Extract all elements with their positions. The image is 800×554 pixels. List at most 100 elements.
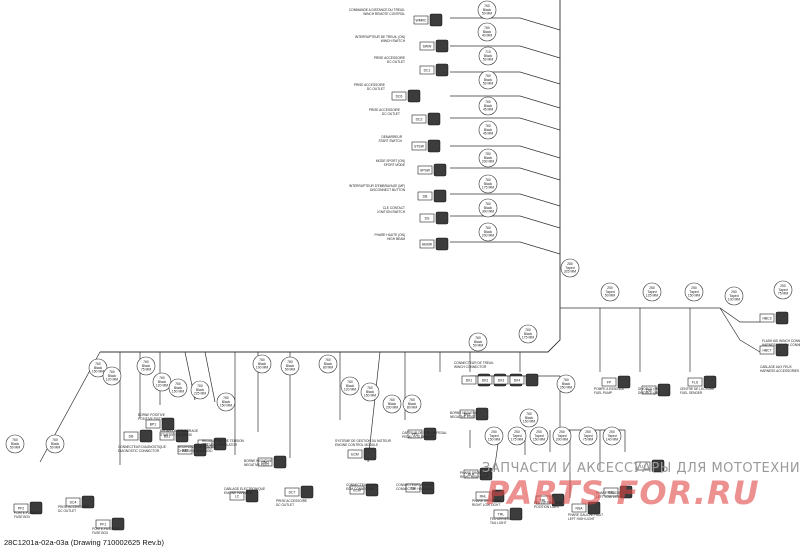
length-bubble: [519, 408, 539, 428]
connector-body: [435, 63, 449, 77]
length-bubble: [382, 394, 402, 414]
connector-body: [703, 375, 717, 389]
connector-label: DIVORCE (MI)DIVORCE (MI): [638, 387, 659, 395]
connector-body: [273, 455, 287, 469]
connector-code-box: [419, 213, 435, 223]
connector-code-box: [65, 497, 81, 507]
drop-wire-5: [204, 351, 216, 403]
connector-body: [300, 485, 314, 499]
connector-code-box: [535, 495, 551, 505]
connector-label: PHARE HAUTE (ON)HIGH BEAM: [375, 233, 406, 241]
connector-code-box: [687, 377, 703, 387]
drop-wire-10: [367, 351, 381, 463]
length-bubble: [602, 426, 622, 446]
length-bubble: [478, 70, 498, 90]
length-bubble: [477, 0, 497, 20]
connector-code: DS: [425, 217, 430, 221]
connector-code-box: [571, 503, 587, 513]
connector-code: DB: [423, 195, 428, 199]
connector-body: [617, 375, 631, 389]
connector-body: [551, 493, 565, 507]
length-bubble: [402, 394, 422, 414]
length-bubble: [478, 148, 498, 168]
length-bubble: [102, 366, 122, 386]
length-bubble: [478, 198, 498, 218]
connector-body: [435, 211, 449, 225]
connector-code: HBC7: [762, 349, 771, 353]
connector-code: DIV: [646, 389, 652, 393]
connector-code: DK2: [482, 379, 489, 383]
connector-code-box: [419, 239, 435, 249]
connector-code-box: [509, 375, 525, 385]
connector-code-box: [603, 487, 619, 497]
connector-code: EH: [411, 487, 416, 491]
connector-code-box: [493, 375, 509, 385]
connector-body: [651, 459, 665, 473]
connector-body: [475, 407, 489, 421]
length-bubble: [552, 426, 572, 446]
branch-wire-1: [450, 45, 561, 59]
connector-code-box: [13, 503, 29, 513]
connector-body: [423, 427, 437, 441]
connector-code-box: [284, 487, 300, 497]
connector-code-box: [229, 491, 245, 501]
connector-code-box: [417, 191, 433, 201]
branch-wire-0: [450, 17, 561, 31]
connector-code-box: [419, 41, 435, 51]
connector-body: [435, 237, 449, 251]
connector-code-box: [95, 519, 111, 529]
connector-code-box: [759, 313, 775, 323]
connector-code-box: [349, 485, 365, 495]
connector-body: [245, 489, 259, 503]
connector-code-box: [641, 385, 657, 395]
length-bubble: [642, 282, 662, 302]
connector-body: [775, 311, 789, 325]
connector-body: [427, 112, 441, 126]
connector-code: FRL: [540, 499, 547, 503]
connector-code: SPSW: [420, 169, 431, 173]
length-bubble: [478, 222, 498, 242]
connector-code-box: [411, 141, 427, 151]
connector-body: [363, 447, 377, 461]
connector-code: TRL: [498, 513, 505, 517]
connector-code-box: [635, 461, 651, 471]
connector-code: DK1: [466, 379, 473, 383]
length-bubble: [190, 380, 210, 400]
connector-code: SS2: [182, 449, 189, 453]
connector-label: INTERRUPTEUR DE TREUIL (ON)WINCH SWITCH: [355, 35, 406, 43]
length-bubble: [507, 426, 527, 446]
length-bubble: [45, 434, 65, 454]
length-bubble: [340, 376, 360, 396]
connector-code-box: [145, 419, 161, 429]
